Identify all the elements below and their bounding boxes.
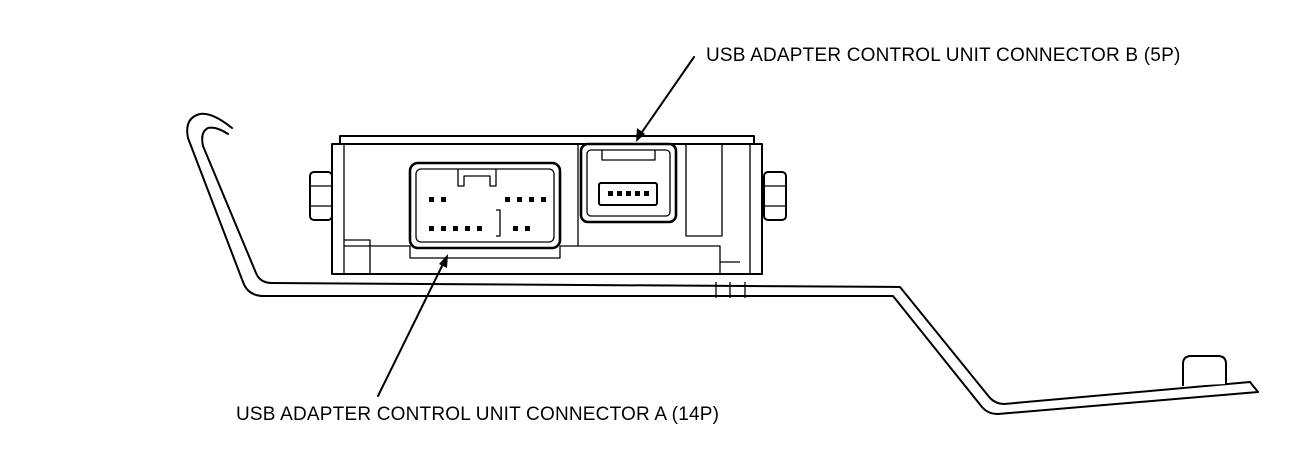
connector-a-pin xyxy=(441,226,446,231)
right-nut xyxy=(763,171,787,221)
control-unit-body xyxy=(331,135,763,275)
connector-a-pin xyxy=(465,226,470,231)
connector-a-pin xyxy=(541,197,546,202)
connector-b-pin xyxy=(635,191,640,196)
connector-a-pin xyxy=(517,197,522,202)
leader-line-a xyxy=(377,254,448,397)
connector-a-pin xyxy=(453,226,458,231)
connector-a-label: USB ADAPTER CONTROL UNIT CONNECTOR A (14… xyxy=(236,404,720,425)
connector-b-pin xyxy=(617,191,622,196)
connector-a-pins xyxy=(429,197,546,231)
connector-b-pin xyxy=(608,191,613,196)
connector-b-pins xyxy=(608,191,649,196)
connector-a-pin xyxy=(429,197,434,202)
connector-b-label: USB ADAPTER CONTROL UNIT CONNECTOR B (5P… xyxy=(706,45,1181,66)
connector-a-pin xyxy=(513,226,518,231)
connector-a-pin xyxy=(429,226,434,231)
connector-b-pin xyxy=(626,191,631,196)
connector-a-pin xyxy=(525,226,530,231)
connector-a-pin xyxy=(441,197,446,202)
connector-b-pin xyxy=(644,191,649,196)
mounting-bracket xyxy=(186,112,1259,415)
connector-a-pin xyxy=(529,197,534,202)
left-nut xyxy=(309,171,333,221)
connector-a-pin xyxy=(505,197,510,202)
connector-a-pin xyxy=(477,226,482,231)
connector-b xyxy=(579,142,678,224)
connector-a xyxy=(408,161,562,250)
leader-line-b xyxy=(636,56,695,142)
